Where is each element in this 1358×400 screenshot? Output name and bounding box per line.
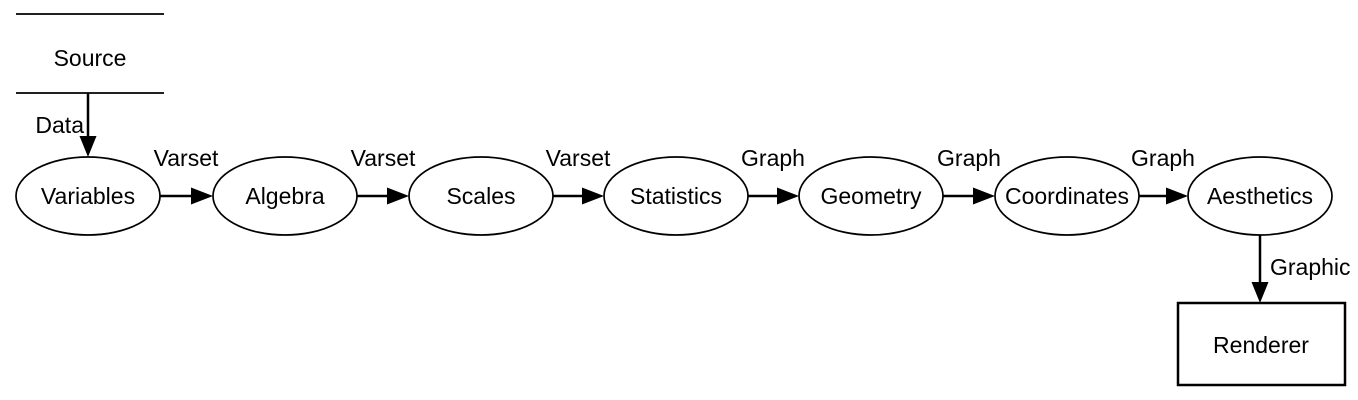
edge-label-graph-1: Graph (741, 145, 805, 171)
node-source: Source (16, 13, 164, 94)
node-algebra: Algebra (212, 156, 358, 236)
edge-source-variables: Data (35, 93, 97, 157)
coordinates-label: Coordinates (1005, 183, 1129, 209)
edge-variables-algebra: Varset (154, 145, 219, 205)
variables-label: Variables (41, 183, 135, 209)
arrowhead-right-icon (387, 187, 409, 205)
arrowhead-right-icon (973, 187, 995, 205)
edge-label-graph-2: Graph (937, 145, 1001, 171)
edge-geometry-coordinates: Graph (937, 145, 1001, 205)
node-geometry: Geometry (798, 156, 944, 236)
arrowhead-right-icon (582, 187, 604, 205)
statistics-label: Statistics (630, 183, 722, 209)
edge-label-data: Data (35, 112, 84, 138)
renderer-label: Renderer (1213, 332, 1309, 358)
node-statistics: Statistics (603, 156, 749, 236)
arrowhead-down-icon (1251, 282, 1269, 303)
edge-statistics-geometry: Graph (741, 145, 805, 205)
edge-aesthetics-renderer: Graphic (1251, 235, 1351, 303)
node-renderer: Renderer (1176, 301, 1347, 387)
edge-label-varset-1: Varset (154, 145, 219, 171)
arrowhead-right-icon (191, 187, 213, 205)
renderer-rect (1176, 301, 1347, 387)
source-label: Source (54, 45, 127, 71)
node-coordinates: Coordinates (994, 156, 1140, 236)
edge-scales-statistics: Varset (546, 145, 611, 205)
arrowhead-right-icon (777, 187, 799, 205)
node-aesthetics: Aesthetics (1187, 156, 1333, 236)
scales-label: Scales (446, 183, 515, 209)
edge-coordinates-aesthetics: Graph (1131, 145, 1195, 205)
arrowhead-right-icon (1166, 187, 1188, 205)
node-scales: Scales (408, 156, 554, 236)
node-variables: Variables (15, 156, 161, 236)
algebra-label: Algebra (245, 183, 324, 209)
aesthetics-label: Aesthetics (1207, 183, 1313, 209)
edge-label-graph-3: Graph (1131, 145, 1195, 171)
edge-algebra-scales: Varset (351, 145, 416, 205)
arrowhead-down-icon (79, 136, 97, 157)
edge-label-varset-3: Varset (546, 145, 611, 171)
geometry-label: Geometry (821, 183, 922, 209)
edge-label-varset-2: Varset (351, 145, 416, 171)
edge-label-graphic: Graphic (1270, 254, 1351, 280)
